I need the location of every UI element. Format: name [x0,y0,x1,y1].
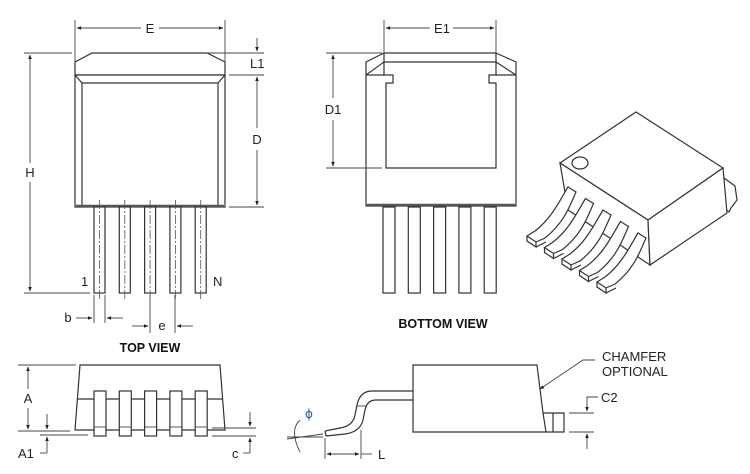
bottom-view-body [365,52,517,207]
dimension-E1: E1 [383,20,497,53]
isometric-lead [560,209,612,272]
label-E1: E1 [434,21,450,36]
label-phi: ϕ [305,407,313,421]
bottom-view-leads [382,206,497,294]
side-lead [118,390,132,437]
chamfer-callout: CHAMFER OPTIONAL [539,349,668,390]
label-b: b [64,310,71,325]
top-lead [144,200,157,300]
isometric-lead [525,186,577,249]
top-lead [118,200,131,300]
dimension-c: c [212,412,256,461]
top-lead [169,200,182,300]
top-view-leads [93,200,207,300]
label-e: e [158,318,165,333]
bottom-lead [483,206,497,294]
dimension-D: D [229,76,264,208]
label-A: A [24,391,33,406]
side-view-leads [93,390,208,437]
dimension-E: E [74,20,226,62]
pin-1-label: 1 [81,274,88,289]
side-lead [144,390,158,437]
bottom-lead [458,206,472,294]
isometric-leads [525,186,647,295]
dimension-e: e [132,295,193,333]
dimension-A: A [18,364,76,432]
label-A1: A1 [18,446,34,461]
top-lead [93,200,106,300]
bottom-lead [433,206,447,294]
dimension-C2: C2 [569,390,618,449]
dimension-H: H [24,52,90,294]
bottom-lead [407,206,421,294]
label-D: D [252,132,261,147]
dimension-A1: A1 [18,414,88,461]
isometric-lead [595,232,647,295]
bottom-lead [382,206,396,294]
dimension-L: L [324,430,385,462]
dimension-D1: D1 [325,52,382,169]
isometric-lead [543,197,595,260]
bottom-view: E1 D1 BOTTOM VIEW [325,20,517,331]
dimension-phi: ϕ [286,407,324,453]
bottom-view-title: BOTTOM VIEW [398,317,488,331]
isometric-view [525,111,738,295]
label-L1: L1 [250,56,264,71]
top-lead [194,200,207,300]
label-c: c [232,446,239,461]
dimension-L1: L1 [208,38,264,76]
dimension-b: b [64,295,123,325]
side-lead [194,390,208,437]
label-L: L [378,447,385,462]
label-E: E [146,21,155,36]
pin-N-label: N [213,274,222,289]
label-D1: D1 [325,102,342,117]
isometric-lead [578,220,630,283]
side-view-front: A A1 c [18,364,256,461]
chamfer-note-line2: OPTIONAL [602,364,668,379]
side-view-profile: ϕ L C2 CHAMFER OPTIONAL [286,349,668,462]
top-view: E L1 D H 1 N [24,20,264,355]
top-view-title: TOP VIEW [120,341,181,355]
top-view-body [74,52,226,208]
chamfer-note-line1: CHAMFER [602,349,666,364]
side-lead [169,390,183,437]
side-lead [93,390,107,437]
label-C2: C2 [601,390,618,405]
label-H: H [25,165,34,180]
